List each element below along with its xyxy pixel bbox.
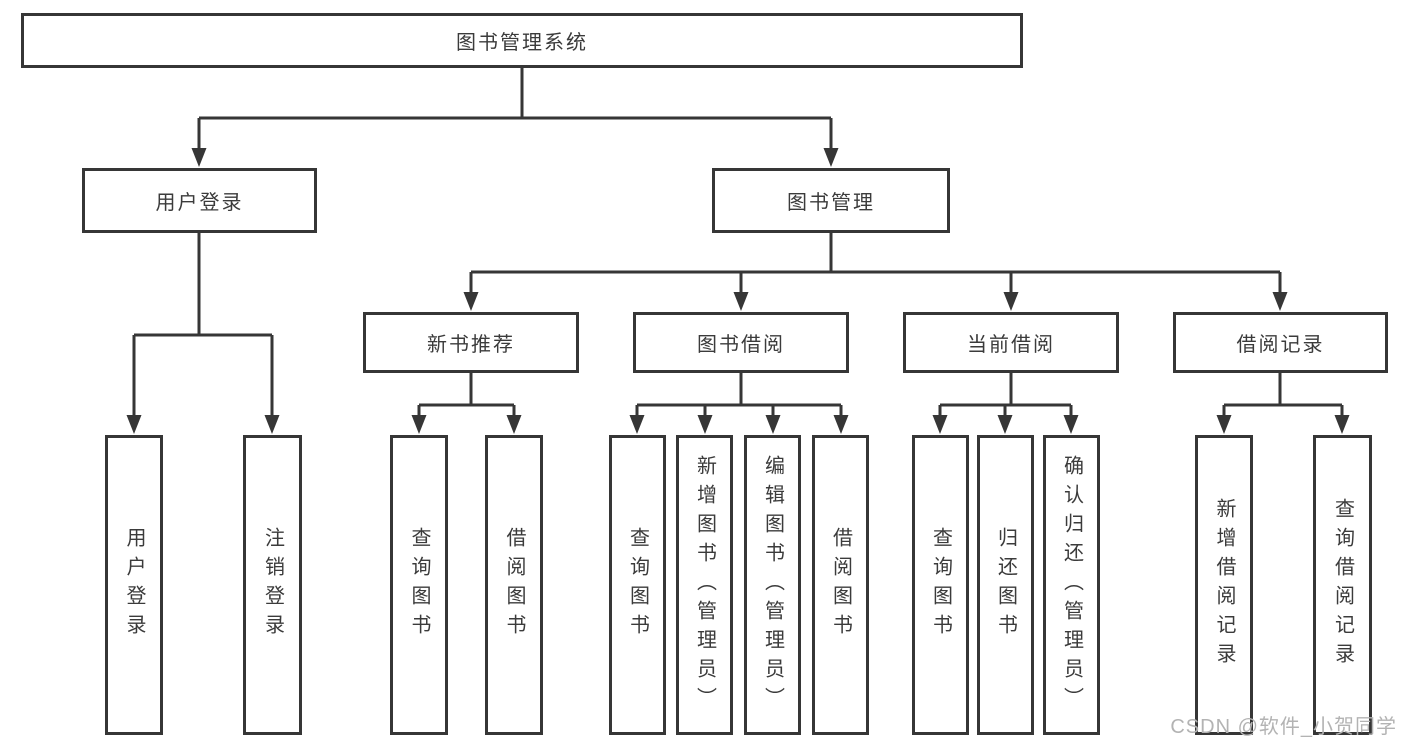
node-label: 借阅记录 — [1236, 334, 1325, 356]
node-label: 编辑图书（管理员） — [761, 454, 784, 716]
leaf-edit-books-admin: 编辑图书（管理员） — [744, 435, 801, 735]
leaf-query-books: 查询图书 — [609, 435, 666, 735]
node-label: 新增借阅记录 — [1213, 498, 1235, 672]
node-label: 查询图书 — [626, 527, 649, 643]
csdn-watermark: CSDN @软件_小贺同学 — [1170, 716, 1397, 738]
leaf-confirm-return-admin: 确认归还（管理员） — [1043, 435, 1100, 735]
leaf-add-books-admin: 新增图书（管理员） — [676, 435, 733, 735]
leaf-query-books-recommend: 查询图书 — [390, 435, 448, 735]
node-label: 新增图书（管理员） — [693, 454, 716, 716]
node-label: 注销登录 — [261, 527, 284, 643]
node-label: 图书借阅 — [697, 334, 785, 356]
leaf-add-borrow-record: 新增借阅记录 — [1195, 435, 1253, 735]
node-label: 确认归还（管理员） — [1060, 454, 1083, 716]
node-user-login: 用户登录 — [82, 168, 317, 233]
node-current-borrow: 当前借阅 — [903, 312, 1119, 373]
leaf-borrow-books: 借阅图书 — [812, 435, 869, 735]
node-label: 图书管理 — [787, 192, 875, 214]
node-label: 用户登录 — [123, 527, 145, 643]
node-borrow-records: 借阅记录 — [1173, 312, 1388, 373]
leaf-logout: 注销登录 — [243, 435, 302, 735]
node-label: 查询借阅记录 — [1331, 498, 1354, 672]
node-label: 借阅图书 — [829, 527, 852, 643]
leaf-query-borrow-record: 查询借阅记录 — [1313, 435, 1372, 735]
leaf-user-login: 用户登录 — [105, 435, 163, 735]
node-book-borrow: 图书借阅 — [633, 312, 849, 373]
node-label: 新书推荐 — [427, 334, 515, 356]
node-label: 查询图书 — [929, 527, 952, 643]
leaf-borrow-books-recommend: 借阅图书 — [485, 435, 543, 735]
arrowhead-icons — [126, 148, 1350, 434]
node-new-book-recommend: 新书推荐 — [363, 312, 579, 373]
leaf-query-books-current: 查询图书 — [912, 435, 969, 735]
leaf-return-books: 归还图书 — [977, 435, 1034, 735]
node-label: 归还图书 — [994, 527, 1017, 643]
node-label: 借阅图书 — [503, 527, 525, 643]
node-label: 当前借阅 — [967, 334, 1055, 356]
node-root: 图书管理系统 — [21, 13, 1023, 68]
node-book-management: 图书管理 — [712, 168, 950, 233]
node-label: 用户登录 — [155, 192, 244, 214]
node-label: 查询图书 — [408, 527, 430, 643]
node-label: 图书管理系统 — [456, 32, 588, 54]
